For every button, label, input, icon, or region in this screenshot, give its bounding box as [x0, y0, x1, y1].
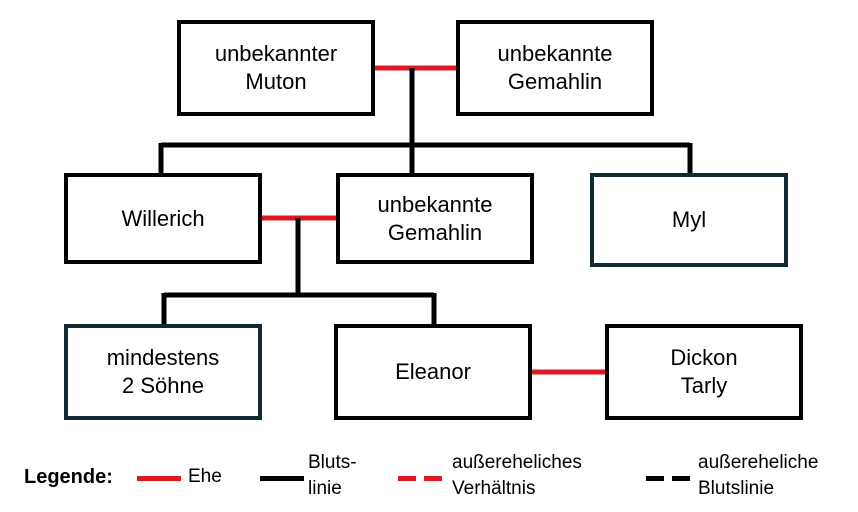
legend-marriage-label: Ehe: [188, 466, 222, 487]
bloodline-gen1: [158, 68, 693, 175]
legend-affair-label: außereheliches Verhältnis: [452, 452, 582, 499]
legend-bloodline-swatch: [260, 476, 304, 481]
node-willerich: Willerich: [64, 173, 262, 264]
node-eleanor: Eleanor: [334, 324, 532, 420]
legend-affair-swatch: [398, 476, 442, 481]
legend-bloodline-label: Bluts- linie: [308, 452, 357, 499]
node-unknown-muton: unbekannter Muton: [177, 20, 375, 116]
legend-marriage-swatch: [137, 476, 181, 481]
node-unknown-spouse-gen2: unbekannte Gemahlin: [336, 173, 534, 264]
node-dickon-tarly: Dickon Tarly: [605, 324, 803, 420]
node-unknown-spouse-gen1: unbekannte Gemahlin: [456, 20, 654, 116]
legend-title: Legende:: [24, 466, 113, 488]
node-myl: Myl: [590, 173, 788, 267]
legend-illegitimate-label: außereheliche Blutslinie: [698, 452, 819, 499]
node-sons: mindestens 2 Söhne: [64, 324, 262, 420]
legend: Legende: Ehe Bluts- linie außereheliches…: [0, 452, 858, 512]
family-tree-lines: [158, 65, 693, 375]
bloodline-gen2: [161, 218, 437, 325]
legend-illegitimate-swatch: [646, 476, 690, 481]
